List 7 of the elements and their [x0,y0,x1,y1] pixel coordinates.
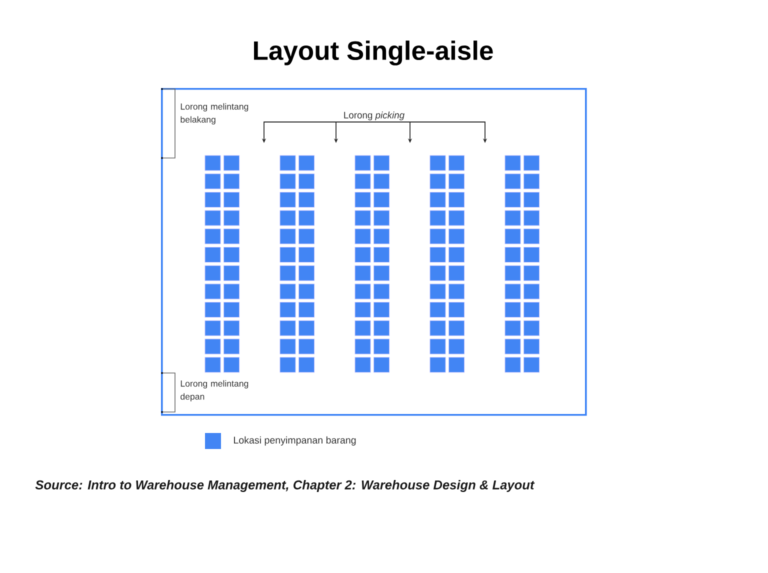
aisle-label: Lorong picking [344,112,404,120]
legend-label: Lokasi penyimpanan barang [234,436,356,446]
aisle-label: Lorong melintang belakang [180,103,248,124]
source-note: Source: Intro to Warehouse Management, Chapter 2: Warehouse Design & Layout [35,480,535,492]
title: Layout Single-aisle [254,40,493,66]
aisle-label: Lorong melintang depan [180,380,248,402]
warehouse-outline [161,88,587,416]
